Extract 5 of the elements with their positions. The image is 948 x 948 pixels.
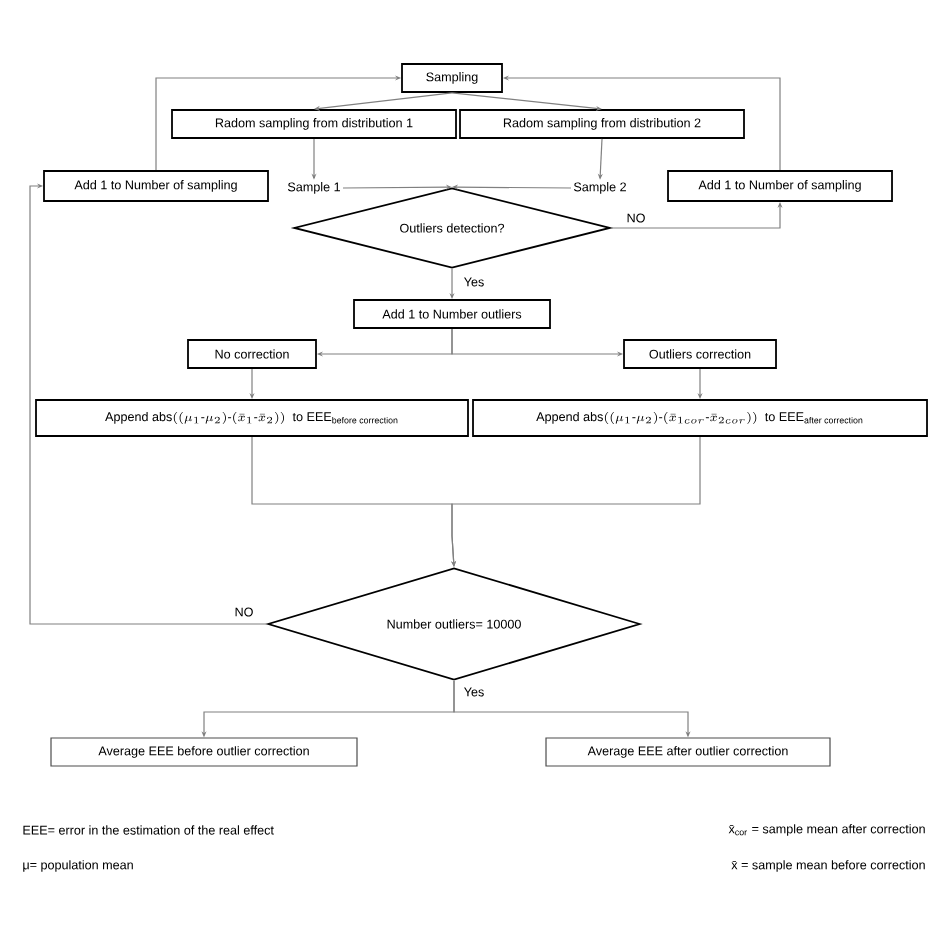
process-box: $\text{Append abs}((\mu_{1}\text{-}\mu_{2})\text{-}(\bar{x}_{1cor}\text{-}\bar{x}_{2cor}))\ \text{ to EEE}_{\text{after correction}}$	[472, 399, 928, 437]
process-box: $\text{Append abs}((\mu_{1}\text{-}\mu_{2})\text{-}(\bar{x}_{1}\text{-}\bar{x}_{2}))\ \text{ to EEE}_{\text{before correction}}$	[35, 399, 469, 437]
arrow	[29, 183, 268, 625]
arrow	[314, 92, 453, 111]
arrow	[451, 92, 602, 111]
